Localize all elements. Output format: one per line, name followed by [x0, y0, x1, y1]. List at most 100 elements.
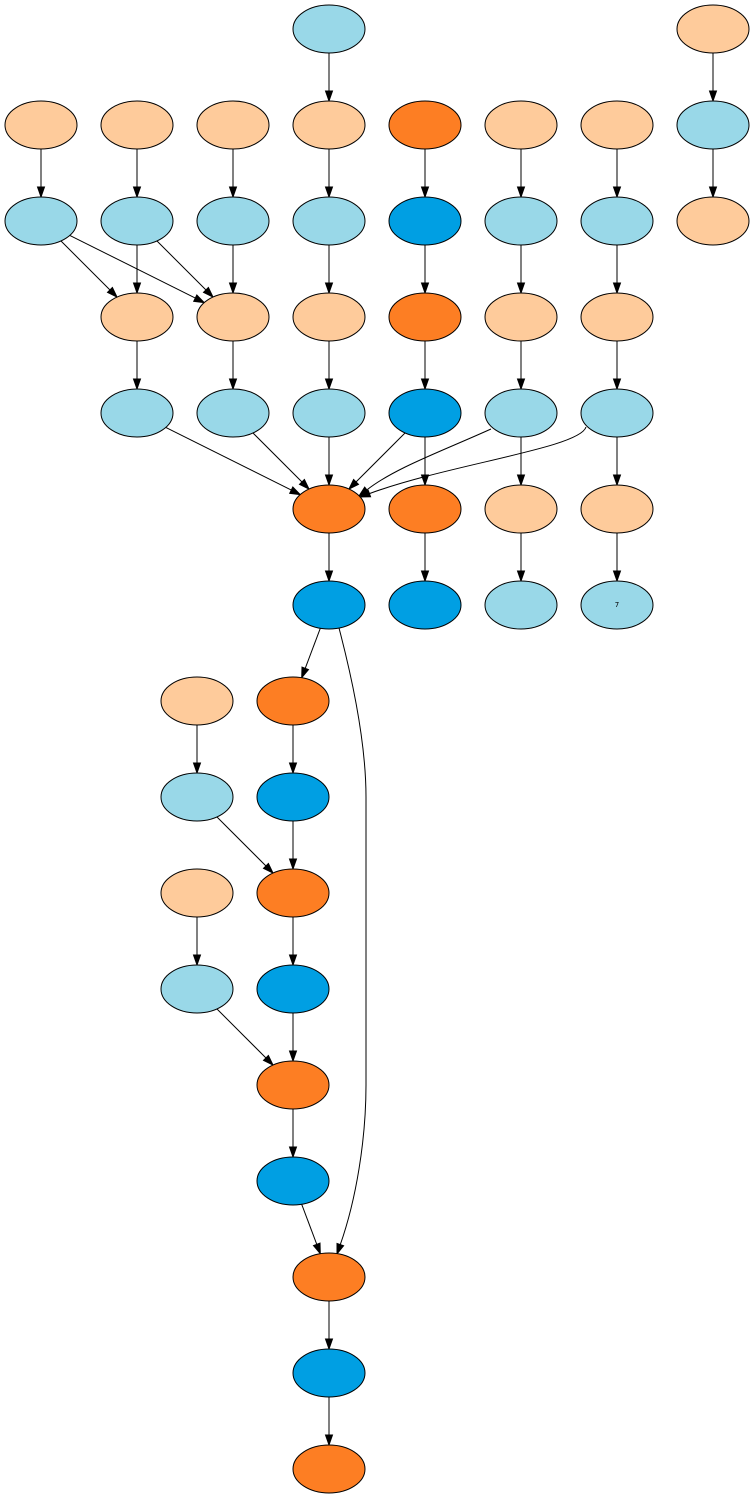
- arrowhead: [612, 570, 622, 583]
- edge-n10-to-n20: [69, 234, 206, 304]
- edge-n40-to-n42: [288, 725, 298, 775]
- edge-n16-to-n23: [516, 245, 526, 295]
- node-ellipse: [100, 388, 174, 438]
- node-n43: [160, 868, 234, 918]
- arrowhead: [420, 282, 430, 295]
- node-ellipse: [160, 868, 234, 918]
- arrowhead: [288, 762, 298, 775]
- node-ellipse: [160, 964, 234, 1014]
- arrowhead: [420, 378, 430, 391]
- edge-n48-to-n49: [301, 1204, 321, 1256]
- arrowhead: [36, 186, 46, 199]
- arrowhead: [708, 90, 718, 103]
- node-ellipse: [484, 292, 558, 342]
- node-ellipse: [388, 580, 462, 630]
- edge-n28-to-n31: [347, 432, 406, 491]
- node-ellipse: [196, 196, 270, 246]
- node-n10: [4, 196, 78, 246]
- node-n36: [388, 580, 462, 630]
- edge-line: [60, 240, 111, 291]
- edge-n35-to-n40: [301, 628, 321, 680]
- edge-n45-to-n47: [216, 1008, 275, 1067]
- node-n13: [292, 196, 366, 246]
- arrowhead: [516, 474, 526, 487]
- arrowhead: [324, 186, 334, 199]
- node-n30: [580, 388, 654, 438]
- node-ellipse: [580, 292, 654, 342]
- edge-n10-to-n19: [60, 240, 119, 299]
- node-n44: [256, 868, 330, 918]
- edge-n2-to-n10: [36, 149, 46, 199]
- edge-n29-to-n33: [516, 437, 526, 487]
- arrowhead: [202, 286, 215, 299]
- node-n23: [484, 292, 558, 342]
- edge-n25-to-n31: [165, 426, 302, 496]
- node-n35: [292, 580, 366, 630]
- node-n24: [580, 292, 654, 342]
- edge-line: [216, 816, 267, 867]
- edge-n28-to-n32: [420, 437, 430, 487]
- edge-n3-to-n11: [132, 149, 142, 199]
- edge-line: [216, 1008, 267, 1059]
- arrowhead: [516, 186, 526, 199]
- arrowhead: [324, 1434, 334, 1447]
- node-ellipse: [676, 196, 750, 246]
- edge-n49-to-n50: [324, 1301, 334, 1351]
- edge-n32-to-n36: [420, 533, 430, 583]
- edge-n1-to-n5: [324, 53, 334, 103]
- node-n7: [388, 100, 462, 150]
- node-ellipse: [292, 484, 366, 534]
- edge-n33-to-n37: [516, 533, 526, 583]
- node-ellipse: [292, 388, 366, 438]
- node-n50: [292, 1348, 366, 1398]
- arrowhead: [228, 186, 238, 199]
- node-ellipse: [256, 868, 330, 918]
- edge-n13-to-n21: [324, 245, 334, 295]
- edge-n12-to-n20: [228, 245, 238, 295]
- edge-n39-to-n41: [192, 725, 202, 775]
- edge-line: [338, 627, 367, 1245]
- edge-n30-to-n31: [358, 426, 587, 498]
- edge-line: [69, 234, 196, 299]
- edge-n26-to-n31: [252, 432, 311, 491]
- arrowhead: [192, 762, 202, 775]
- edge-n23-to-n29: [516, 341, 526, 391]
- node-ellipse: [580, 196, 654, 246]
- node-n51: [292, 1444, 366, 1494]
- node-ellipse: [676, 4, 750, 54]
- arrowhead: [288, 954, 298, 967]
- node-n2: [4, 100, 78, 150]
- node-n9: [580, 100, 654, 150]
- node-ellipse: [196, 292, 270, 342]
- arrowhead: [612, 282, 622, 295]
- arrowhead: [420, 474, 430, 487]
- arrowhead: [516, 378, 526, 391]
- edge-n47-to-n48: [288, 1109, 298, 1159]
- node-ellipse: [4, 196, 78, 246]
- arrowhead: [192, 294, 206, 304]
- edge-line: [301, 1204, 318, 1245]
- arrowhead: [516, 282, 526, 295]
- node-ellipse: [196, 388, 270, 438]
- arrowhead: [312, 1242, 321, 1256]
- node-n26: [196, 388, 270, 438]
- edge-n35-to-n49: [336, 627, 367, 1256]
- arrowhead: [336, 1242, 345, 1256]
- node-n14: [676, 100, 750, 150]
- arrowhead: [192, 954, 202, 967]
- node-ellipse: [160, 676, 234, 726]
- node-n17: [580, 196, 654, 246]
- edge-n43-to-n45: [192, 917, 202, 967]
- arrowhead: [708, 186, 718, 199]
- node-n3: [100, 100, 174, 150]
- node-n20: [196, 292, 270, 342]
- node-n31: [292, 484, 366, 534]
- node-ellipse: [4, 100, 78, 150]
- arrowhead: [612, 378, 622, 391]
- node-n19: [100, 292, 174, 342]
- node-ellipse: [388, 196, 462, 246]
- edge-line: [304, 628, 321, 669]
- node-ellipse: [292, 1348, 366, 1398]
- node-ellipse: [292, 292, 366, 342]
- node-ellipse: [484, 580, 558, 630]
